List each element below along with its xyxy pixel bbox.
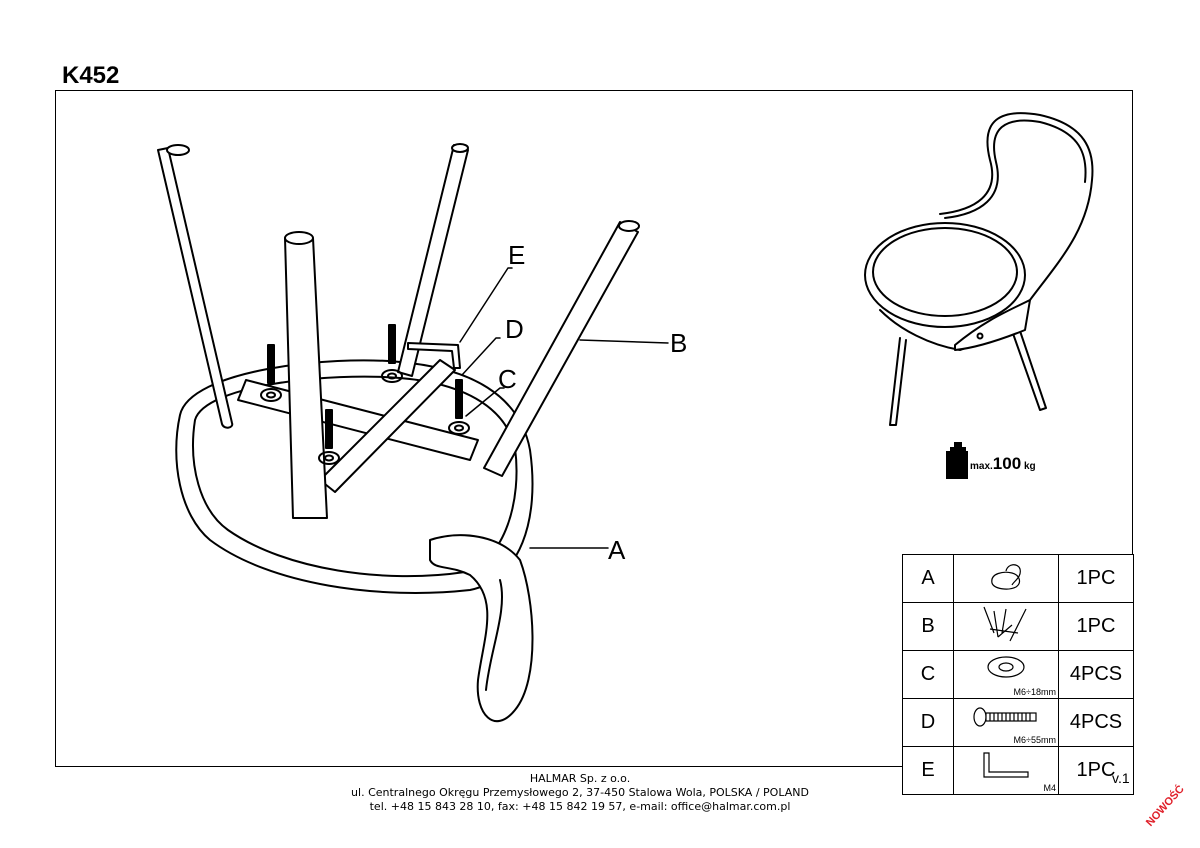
part-quantity: 1PC <box>1058 602 1134 651</box>
footer: HALMAR Sp. z o.o. ul. Centralnego Okręgu… <box>0 772 1160 814</box>
table-row: A 1PC <box>902 554 1134 603</box>
allen-key-icon: M4 <box>953 746 1059 795</box>
seat-shell-drawing <box>175 359 534 723</box>
table-row: D M6÷55mm 4PCS <box>902 698 1134 747</box>
part-letter: E <box>902 746 954 795</box>
callout-b: B <box>670 328 687 358</box>
part-quantity: 4PCS <box>1058 650 1134 699</box>
part-quantity: 1PC <box>1058 746 1134 795</box>
part-letter: A <box>902 554 954 603</box>
assembled-chair-drawing <box>864 112 1094 426</box>
allen-key-spec: M4 <box>1043 783 1056 793</box>
leg-frame-icon <box>953 602 1059 651</box>
bolt-icon: M6÷55mm <box>953 698 1059 747</box>
part-letter: B <box>902 602 954 651</box>
washer-icon: M6÷18mm <box>953 650 1059 699</box>
table-row: E M4 1PC <box>902 746 1134 795</box>
callout-c: C <box>498 364 517 394</box>
bolts-and-washers <box>260 324 470 465</box>
leg-frame-drawing <box>157 143 640 519</box>
part-quantity: 4PCS <box>1058 698 1134 747</box>
drawing-frame <box>55 90 1133 767</box>
callout-letters: E D C B A <box>498 240 687 565</box>
callout-a: A <box>608 535 626 565</box>
version-label: v.1 <box>1112 770 1130 786</box>
parts-list-table: A 1PC B 1PC C M6÷18mm 4PCS D <box>902 554 1134 795</box>
bolt-spec: M6÷55mm <box>1013 735 1056 745</box>
seat-shell-icon <box>953 554 1059 603</box>
model-code: K452 <box>62 62 120 89</box>
footer-company: HALMAR Sp. z o.o. <box>529 772 631 785</box>
part-letter: D <box>902 698 954 747</box>
table-row: C M6÷18mm 4PCS <box>902 650 1134 699</box>
callout-leaders <box>459 267 669 549</box>
part-letter: C <box>902 650 954 699</box>
part-quantity: 1PC <box>1058 554 1134 603</box>
washer-spec: M6÷18mm <box>1013 687 1056 697</box>
footer-contact: tel. +48 15 843 28 10, fax: +48 15 842 1… <box>369 800 791 813</box>
footer-address: ul. Centralnego Okręgu Przemysłowego 2, … <box>351 786 809 799</box>
callout-e: E <box>508 240 525 270</box>
table-row: B 1PC <box>902 602 1134 651</box>
weight-icon <box>946 442 968 479</box>
callout-d: D <box>505 314 524 344</box>
